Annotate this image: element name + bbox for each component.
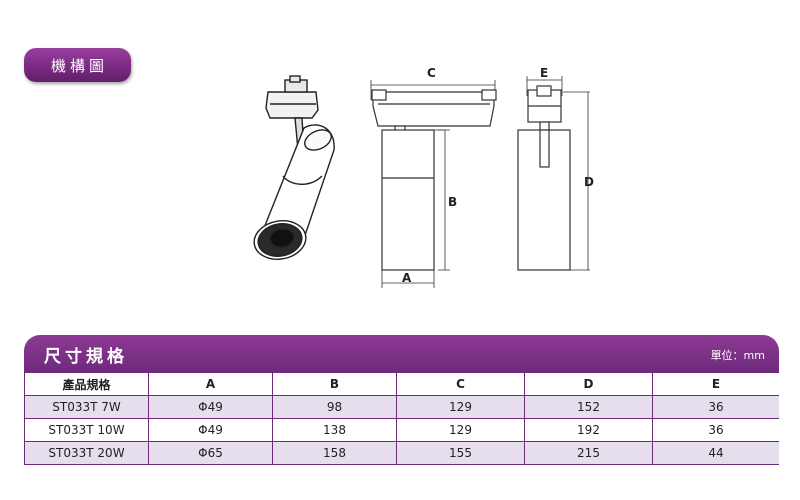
- column-header: E: [652, 372, 779, 396]
- table-cell: 158: [272, 441, 397, 465]
- table-cell: 192: [524, 418, 653, 442]
- column-header: A: [148, 372, 273, 396]
- dim-label-d: D: [584, 175, 594, 189]
- dim-label-a: A: [402, 271, 412, 285]
- table-cell: Φ65: [148, 441, 273, 465]
- table-cell: ST033T 20W: [24, 441, 149, 465]
- table-cell: 36: [652, 418, 779, 442]
- spec-table-panel: 尺寸規格 單位：mm 產品規格 A B C D E ST033T 7W Φ49 …: [24, 335, 779, 465]
- column-header: B: [272, 372, 397, 396]
- dim-label-e: E: [540, 66, 548, 80]
- column-header: D: [524, 372, 653, 396]
- unit-label: 單位：mm: [710, 349, 765, 362]
- perspective-view: [253, 75, 335, 260]
- section-title: 機構圖: [50, 56, 108, 75]
- table-header-row: 產品規格 A B C D E: [24, 372, 779, 396]
- table-cell: 98: [272, 395, 397, 419]
- front-view: [517, 76, 590, 271]
- spec-table-header: 尺寸規格 單位：mm: [24, 335, 779, 372]
- table-cell: 129: [396, 395, 525, 419]
- table-cell: ST033T 7W: [24, 395, 149, 419]
- section-title-badge: 機構圖: [24, 48, 131, 82]
- table-row: ST033T 20W Φ65 158 155 215 44: [24, 441, 779, 465]
- table-cell: Φ49: [148, 418, 273, 442]
- dim-label-b: B: [448, 195, 457, 209]
- dim-label-c: C: [427, 66, 436, 80]
- table-cell: 44: [652, 441, 779, 465]
- table-cell: 129: [396, 418, 525, 442]
- table-cell: Φ49: [148, 395, 273, 419]
- technical-drawing: C B A E D: [253, 66, 594, 288]
- spec-table: 產品規格 A B C D E ST033T 7W Φ49 98 129 152 …: [24, 372, 779, 465]
- table-cell: 155: [396, 441, 525, 465]
- table-cell: 215: [524, 441, 653, 465]
- table-row: ST033T 7W Φ49 98 129 152 36: [24, 395, 779, 419]
- table-row: ST033T 10W Φ49 138 129 192 36: [24, 418, 779, 442]
- table-cell: 36: [652, 395, 779, 419]
- table-cell: 152: [524, 395, 653, 419]
- column-header: C: [396, 372, 525, 396]
- spec-title: 尺寸規格: [44, 347, 128, 367]
- column-header: 產品規格: [24, 372, 149, 396]
- table-cell: 138: [272, 418, 397, 442]
- side-view: [370, 80, 497, 288]
- table-cell: ST033T 10W: [24, 418, 149, 442]
